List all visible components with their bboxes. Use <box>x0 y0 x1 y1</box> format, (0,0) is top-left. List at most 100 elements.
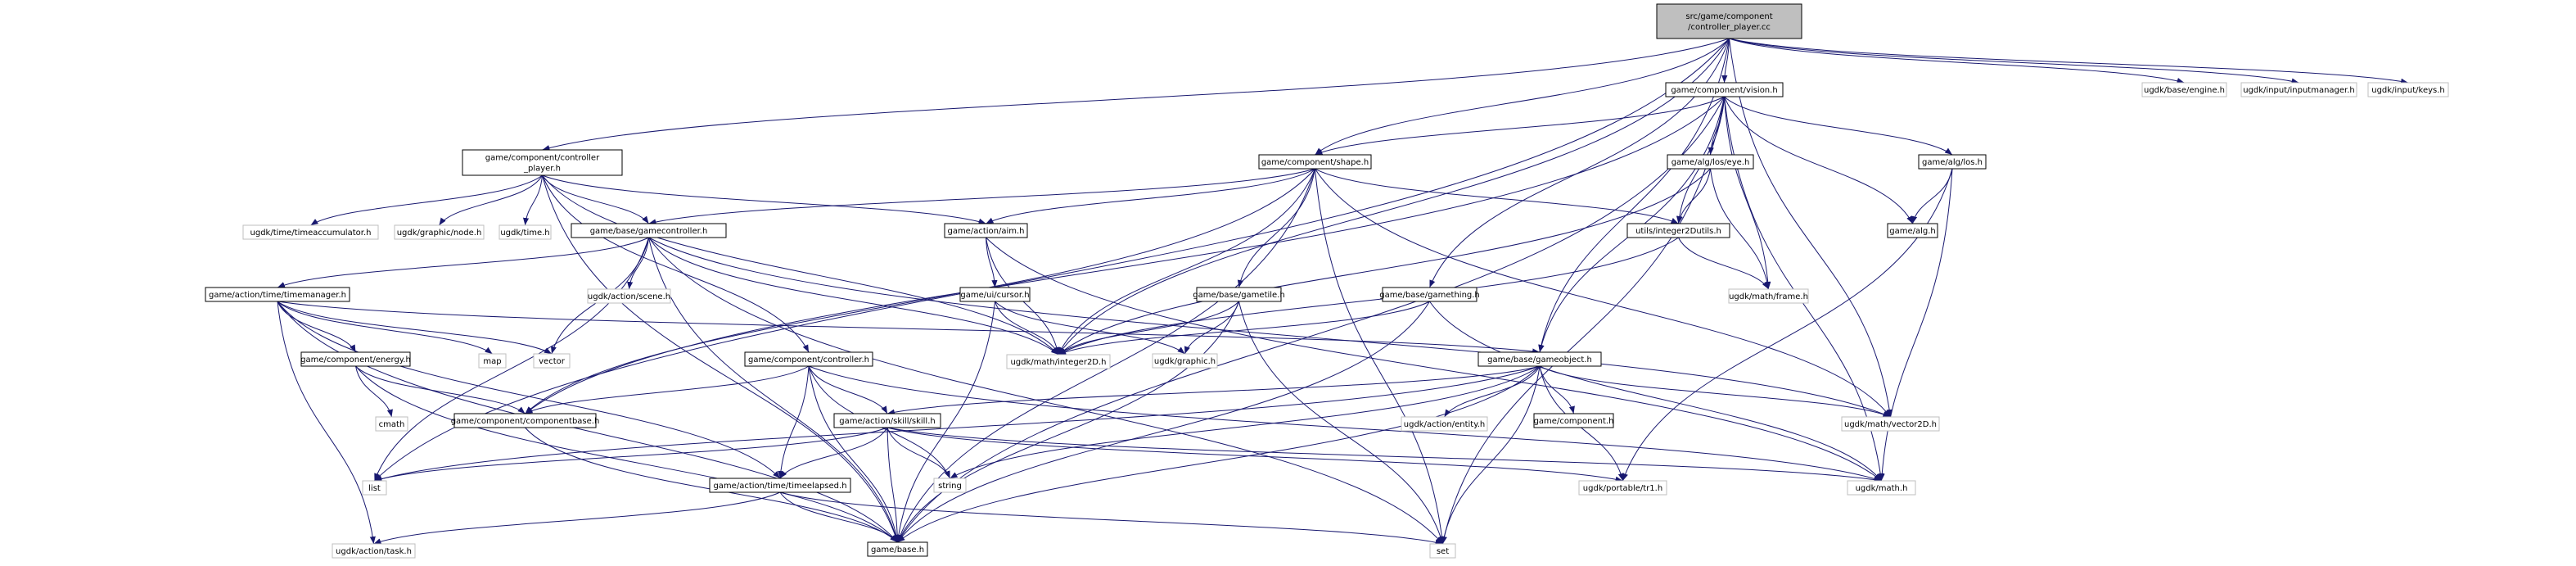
edge-root-to-engine <box>1729 38 2185 84</box>
edge-skill-to-list <box>374 427 888 482</box>
node-componenth[interactable]: game/component.h <box>1533 413 1614 428</box>
node-label: string <box>938 482 962 491</box>
edge-energy-to-componentbase <box>355 365 526 414</box>
edge-shape-to-integer2dutils <box>1315 168 1679 224</box>
node-label: ugdk/time.h <box>500 229 549 238</box>
edge-cp_h-to-baseh <box>542 174 899 543</box>
node-box <box>571 223 727 238</box>
node-energy[interactable]: game/component/energy.h <box>300 351 411 367</box>
node-label: ugdk/input/inputmanager.h <box>2243 86 2355 95</box>
edge-cp_h-to-timeacc <box>310 174 543 226</box>
node-controllerh[interactable]: game/component/controller.h <box>744 351 873 367</box>
node-timeelapsed[interactable]: game/action/time/timeelapsed.h <box>709 478 851 493</box>
edge-skill-to-portabletr1 <box>886 427 1623 482</box>
node-label: ugdk/portable/tr1.h <box>1583 484 1662 493</box>
edge-controllerh-to-componentbase <box>525 365 810 414</box>
edge-skill-to-baseh <box>886 427 900 543</box>
edge-vision-to-componentbase <box>525 96 1725 414</box>
node-task: ugdk/action/task.h <box>332 543 416 559</box>
edge-vision-to-baseh <box>897 96 1725 543</box>
edge-shape-to-componentbase <box>525 168 1315 414</box>
edge-gamething-to-integer2d <box>1058 301 1430 355</box>
node-box <box>1841 416 1940 432</box>
node-skill[interactable]: game/action/skill/skill.h <box>833 413 941 428</box>
node-label: ugdk/graphic/node.h <box>397 229 482 238</box>
node-portabletr1: ugdk/portable/tr1.h <box>1578 480 1667 496</box>
node-gamecontroller[interactable]: game/base/gamecontroller.h <box>571 223 727 238</box>
node-box <box>462 149 623 176</box>
edge-timemanager-to-baseh <box>277 301 898 543</box>
node-vision[interactable]: game/component/vision.h <box>1665 82 1784 97</box>
node-box <box>1918 154 1987 170</box>
node-algh[interactable]: game/alg.h <box>1887 223 1938 238</box>
edge-vision-to-algh <box>1724 96 1913 224</box>
node-label: list <box>368 484 381 493</box>
node-label: game/base/gamecontroller.h <box>590 227 708 236</box>
node-mathh: ugdk/math.h <box>1847 480 1916 496</box>
node-aim[interactable]: game/action/aim.h <box>944 223 1028 238</box>
node-shape[interactable]: game/component/shape.h <box>1258 154 1372 170</box>
node-cursor[interactable]: game/ui/cursor.h <box>959 287 1031 302</box>
edge-timeelapsed-to-set <box>779 491 1443 546</box>
node-root[interactable]: src/game/component/controller_player.cc <box>1656 3 1802 39</box>
node-box <box>2240 82 2357 97</box>
node-box <box>1006 354 1111 369</box>
node-componentbase[interactable]: game/component/componentbase.h <box>451 413 600 428</box>
edge-shape-to-set <box>1315 168 1446 545</box>
node-entity: ugdk/action/entity.h <box>1401 416 1488 432</box>
node-gameobject[interactable]: game/base/gameobject.h <box>1477 351 1602 367</box>
node-label: game/action/time/timeelapsed.h <box>713 482 846 491</box>
edge-gametile-to-set <box>1238 301 1444 545</box>
edge-layer <box>277 38 2409 546</box>
edge-root-to-keys <box>1729 38 2409 84</box>
node-label: vector <box>539 357 566 366</box>
node-label: game/action/time/timemanager.h <box>209 291 346 300</box>
node-label: ugdk/math/integer2D.h <box>1010 358 1106 367</box>
node-box <box>2367 82 2449 97</box>
node-label: set <box>1437 547 1449 556</box>
edge-skill-to-string <box>886 427 950 479</box>
edge-gameobject-to-list <box>374 365 1541 482</box>
edge-integer2dutils-to-frame <box>1678 237 1769 290</box>
edge-los-to-mathh <box>1879 168 1953 482</box>
edge-los-to-portabletr1 <box>1622 168 1953 482</box>
node-timeacc: ugdk/time/timeaccumulator.h <box>242 224 379 240</box>
edge-gamecontroller-to-baseh <box>648 237 899 543</box>
edge-vision-to-frame <box>1724 96 1771 290</box>
node-los[interactable]: game/alg/los.h <box>1918 154 1987 170</box>
node-label: game/base.h <box>871 546 924 555</box>
edge-gameobject-to-skill <box>886 365 1541 415</box>
edge-cursor-to-integer2d <box>995 301 1059 355</box>
node-cp_h[interactable]: game/component/controller _player.h <box>462 149 623 176</box>
node-box <box>1196 287 1282 302</box>
edge-gamecontroller-to-timemanager <box>277 237 649 288</box>
edge-cursor-to-baseh <box>896 301 995 543</box>
node-label: /controller_player.cc <box>1688 23 1771 32</box>
node-label: ugdk/action/scene.h <box>588 292 670 301</box>
node-label: game/ui/cursor.h <box>960 291 1029 300</box>
edge-root-to-integer2d <box>1058 38 1730 355</box>
node-box <box>478 353 507 369</box>
node-gamething[interactable]: game/base/gamething.h <box>1379 287 1480 302</box>
edge-timemanager-to-vector <box>277 301 553 355</box>
edge-aim-to-cursor <box>986 237 998 288</box>
node-label: _player.h <box>523 165 561 174</box>
edge-eye-to-integer2dutils <box>1676 168 1711 224</box>
node-box <box>1656 3 1802 39</box>
node-timemanager[interactable]: game/action/time/timemanager.h <box>205 287 350 302</box>
node-eye[interactable]: game/alg/los/eye.h <box>1667 154 1754 170</box>
node-label: ugdk/math.h <box>1856 484 1908 493</box>
edge-root-to-vision <box>1721 38 1730 84</box>
edge-integer2dutils-to-integer2d <box>1058 237 1679 355</box>
node-box <box>1667 154 1754 170</box>
edge-gameobject-to-string <box>950 365 1541 479</box>
node-baseh[interactable]: game/base.h <box>867 541 928 557</box>
node-box <box>394 224 485 240</box>
edge-root-to-inputmanager <box>1729 38 2299 84</box>
node-label: game/alg/los/eye.h <box>1671 158 1750 167</box>
node-gametile[interactable]: game/base/gametile.h <box>1193 287 1285 302</box>
node-integer2dutils[interactable]: utils/integer2Dutils.h <box>1626 223 1730 238</box>
node-box <box>1665 82 1784 97</box>
node-label: game/component/controller <box>485 154 600 163</box>
edge-timemanager-to-map <box>277 301 493 355</box>
